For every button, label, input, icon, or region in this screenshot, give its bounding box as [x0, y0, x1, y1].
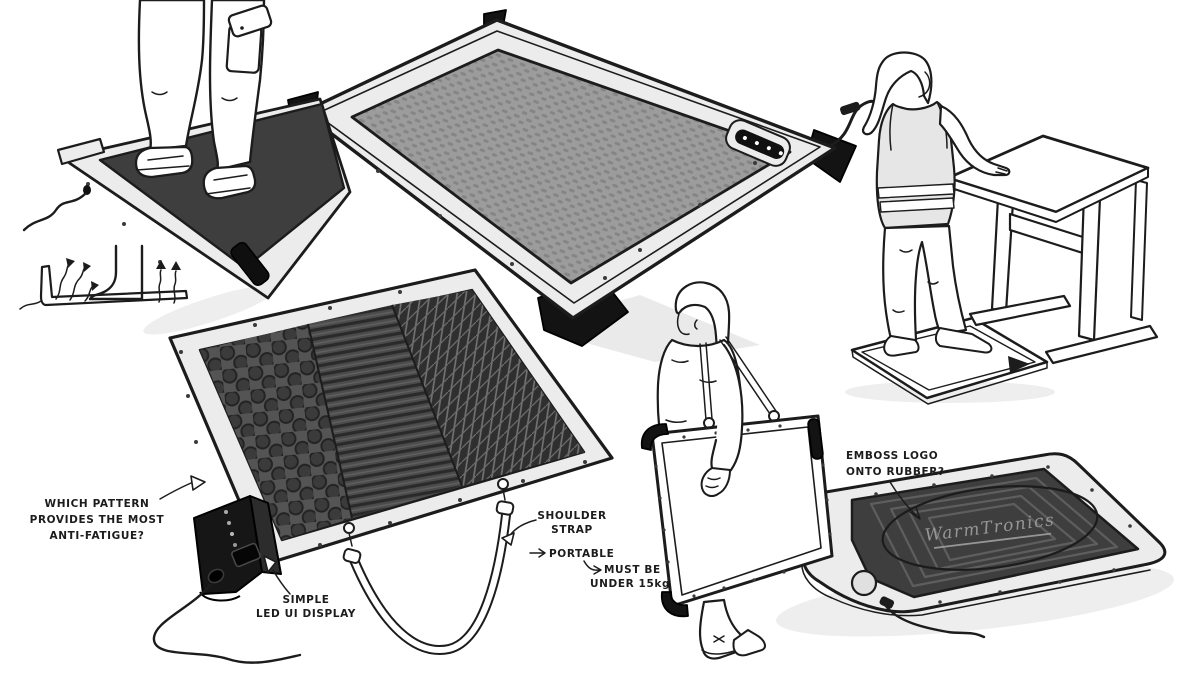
arrow-icon: [529, 548, 546, 558]
strap-post: [497, 478, 509, 490]
edge-clip-icon: [807, 418, 824, 460]
annotation-line: ANTI-FATIGUE?: [50, 530, 145, 542]
ear: [694, 319, 698, 330]
arm-sleeve: [710, 343, 744, 477]
mat-thickness: [801, 559, 1151, 617]
leader-arrow-icon: [263, 555, 277, 573]
carry-strap: [699, 336, 780, 437]
corner-clip-icon: [230, 242, 270, 286]
sketch-carry-person: [640, 281, 834, 660]
vest-stripe: [879, 197, 955, 213]
shoe: [134, 145, 194, 179]
pocket-flap: [227, 4, 273, 38]
annotations: WHICH PATTERN PROVIDES THE MOST ANTI-FAT…: [30, 450, 945, 620]
strap-clip: [495, 500, 515, 516]
annotation-led-display: SIMPLE LED UI DISPLAY: [256, 555, 356, 620]
power-cord: [884, 604, 986, 639]
display-window: [231, 542, 261, 568]
mat-rubber-top: [850, 467, 1140, 599]
sketch-standing-legs-mat: [19, 0, 352, 335]
annotation-line: SHOULDER: [537, 510, 606, 522]
leader-arrow-icon: [501, 532, 515, 546]
led-control-panel: [725, 119, 791, 167]
standing-desk: [946, 134, 1159, 365]
leader-line: [272, 569, 291, 595]
carry-case-mat: [650, 414, 834, 608]
annotation-shoulder-strap: SHOULDER STRAP: [501, 510, 606, 546]
shoe: [732, 629, 766, 657]
corner-mark-icon: [1008, 356, 1030, 373]
shoe: [202, 164, 257, 200]
cord-plug: [840, 101, 861, 116]
annotation-line: PORTABLE: [549, 548, 614, 560]
power-cord: [22, 192, 87, 232]
heat-arrows-icon: [55, 258, 181, 304]
mat-shadow: [143, 285, 277, 335]
heat-cross-section-diagram: [19, 244, 189, 310]
annotation-pattern-question: WHICH PATTERN PROVIDES THE MOST ANTI-FAT…: [30, 475, 206, 542]
annotation-line: ONTO RUBBER?: [846, 466, 945, 478]
sketch-worker-standing-desk: [845, 51, 1159, 405]
face-profile: [676, 313, 690, 336]
frame-groove: [315, 30, 821, 304]
annotation-line: UNDER 15kg: [590, 578, 670, 590]
annotation-emboss-logo: EMBOSS LOGO ONTO RUBBER?: [846, 450, 945, 520]
annotation-portable: PORTABLE: [529, 548, 614, 560]
desk-top: [946, 134, 1150, 214]
annotation-weight-limit: MUST BE UNDER 15kg: [583, 560, 670, 590]
annotation-line: MUST BE: [604, 564, 661, 576]
annotation-line: PROVIDES THE MOST: [30, 514, 165, 526]
leader-line: [510, 519, 537, 535]
trousers: [882, 224, 968, 344]
vest-stripe: [877, 183, 955, 199]
leader-arrow-icon: [889, 481, 921, 520]
leader-arrow-icon: [190, 475, 206, 491]
annotation-line: EMBOSS LOGO: [846, 450, 938, 462]
leader-line: [159, 482, 192, 500]
person-legs: [134, 0, 273, 200]
strap-clip: [342, 548, 362, 564]
power-cord: [19, 300, 42, 310]
face-profile: [918, 71, 931, 98]
cord-socket: [83, 185, 91, 195]
sketch-pattern-test-mat: [152, 268, 614, 664]
pattern-zone-bubbles: [200, 324, 352, 540]
back-lip: [56, 137, 106, 166]
cord-port: [207, 568, 225, 584]
annotation-line: SIMPLE: [282, 594, 329, 606]
annotation-line: STRAP: [551, 524, 593, 536]
power-cord: [152, 583, 302, 664]
corner-guard-icon: [640, 423, 669, 451]
worker-person: [862, 51, 1011, 357]
shoe: [883, 335, 920, 357]
hair: [862, 51, 933, 136]
annotation-line: LED UI DISPLAY: [256, 608, 356, 620]
annotation-line: WHICH PATTERN: [45, 498, 150, 510]
led-pill: [735, 129, 785, 159]
logo-circle-mark: [881, 485, 1099, 571]
grommet-hole: [850, 569, 878, 597]
strap-post: [343, 522, 355, 534]
pattern-zone-ridges: [308, 305, 462, 518]
frame-rivets: [179, 290, 587, 547]
corner-guard-icon: [660, 591, 689, 618]
hand: [700, 467, 731, 497]
led-control-box: [152, 495, 302, 664]
shoulder-strap: [342, 478, 515, 655]
cord-plug: [879, 596, 895, 609]
frame-rivets: [874, 465, 1132, 604]
sketch-logo-mat: WarmTronics: [776, 452, 1174, 639]
arm: [938, 104, 1011, 177]
shoe: [934, 327, 993, 354]
foot-outline: [88, 244, 144, 301]
arrow-icon: [583, 560, 602, 575]
